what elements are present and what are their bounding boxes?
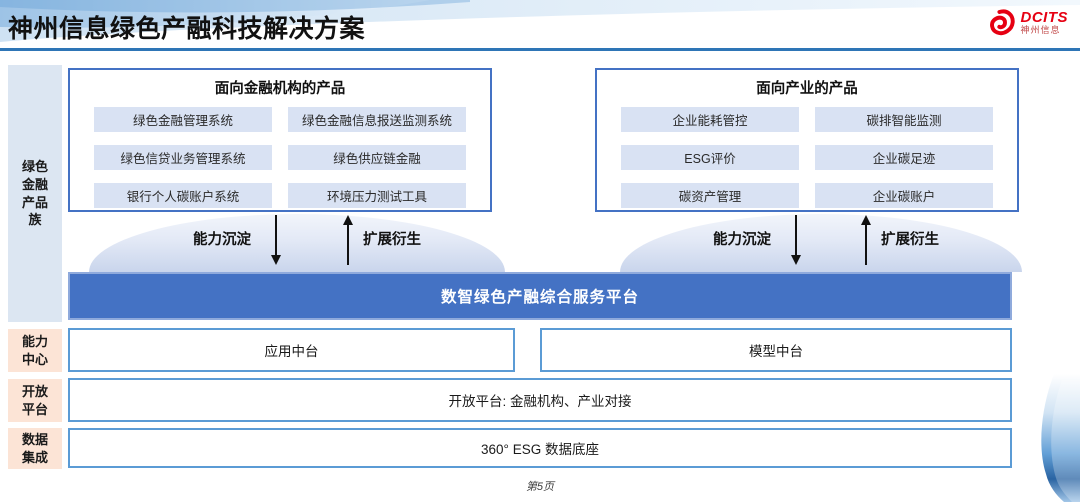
dome-decoration-right — [620, 214, 1022, 272]
finance-products-box: 面向金融机构的产品 绿色金融管理系统 绿色金融信息报送监测系统 绿色信贷业务管理… — [68, 68, 492, 212]
model-middle-platform-box: 模型中台 — [540, 328, 1012, 372]
sidebar-label-capability-center: 能力中心 — [8, 329, 62, 372]
product-item: ESG评价 — [621, 145, 799, 170]
product-item: 环境压力测试工具 — [288, 183, 466, 208]
product-item: 碳排智能监测 — [815, 107, 993, 132]
sidebar-label-data-integration: 数据集成 — [8, 428, 62, 469]
product-item: 绿色供应链金融 — [288, 145, 466, 170]
product-item: 企业碳足迹 — [815, 145, 993, 170]
product-item: 企业能耗管控 — [621, 107, 799, 132]
app-middle-platform-box: 应用中台 — [68, 328, 515, 372]
product-item: 碳资产管理 — [621, 183, 799, 208]
product-item: 绿色金融信息报送监测系统 — [288, 107, 466, 132]
page-number: 第5页 — [525, 481, 555, 493]
dome-decoration-left — [89, 214, 505, 272]
up-arrow-icon — [861, 215, 871, 265]
esg-data-base-box: 360° ESG 数据底座 — [68, 428, 1012, 468]
product-item: 绿色信贷业务管理系统 — [94, 145, 272, 170]
open-platform-box: 开放平台: 金融机构、产业对接 — [68, 378, 1012, 422]
sidebar-label-product-family: 绿色金融产品族 — [8, 65, 62, 322]
slide-title: 神州信息绿色产融科技解决方案 — [8, 15, 366, 43]
dcits-logo: DCITS 神州信息 — [987, 8, 1069, 38]
product-item: 企业碳账户 — [815, 183, 993, 208]
sidebar-label-open-platform: 开放平台 — [8, 379, 62, 422]
down-arrow-icon — [271, 215, 281, 265]
platform-bar: 数智绿色产融综合服务平台 — [68, 272, 1012, 320]
product-item: 绿色金融管理系统 — [94, 107, 272, 132]
up-arrow-icon — [343, 215, 353, 265]
down-arrow-icon — [791, 215, 801, 265]
industry-products-title: 面向产业的产品 — [756, 81, 858, 97]
flow-label-derive-left: 扩展衍生 — [363, 232, 421, 248]
flow-label-sink-right: 能力沉淀 — [713, 232, 771, 248]
industry-products-grid: 企业能耗管控 碳排智能监测 ESG评价 企业碳足迹 碳资产管理 企业碳账户 — [597, 98, 1017, 208]
flow-label-derive-right: 扩展衍生 — [881, 232, 939, 248]
finance-products-title: 面向金融机构的产品 — [214, 81, 346, 97]
finance-products-grid: 绿色金融管理系统 绿色金融信息报送监测系统 绿色信贷业务管理系统 绿色供应链金融… — [70, 98, 490, 208]
industry-products-box: 面向产业的产品 企业能耗管控 碳排智能监测 ESG评价 企业碳足迹 碳资产管理 … — [595, 68, 1019, 212]
header-divider-line — [0, 48, 1080, 51]
flow-label-sink-left: 能力沉淀 — [193, 232, 251, 248]
logo-brand-text: DCITS — [1020, 9, 1068, 27]
product-item: 银行个人碳账户系统 — [94, 183, 272, 208]
dcits-swirl-icon — [989, 9, 1015, 36]
logo-brand-cn-text: 神州信息 — [1020, 25, 1061, 36]
